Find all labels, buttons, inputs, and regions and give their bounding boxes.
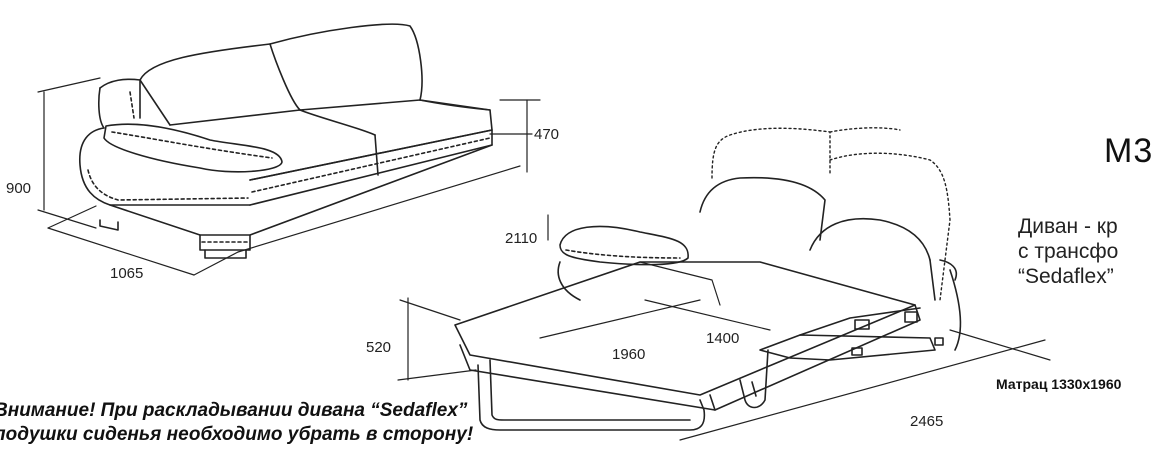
dimension-sleep-height: 520 <box>366 339 392 356</box>
description-line: с трансфо <box>1018 240 1119 263</box>
folded-sofa-drawing <box>37 23 541 276</box>
dimension-width-unfolded: 2465 <box>910 413 944 430</box>
warning-note-line-2: подушки сиденья необходимо убрать в стор… <box>0 424 474 445</box>
dimension-bed-length: 1960 <box>612 346 646 363</box>
dimension-height-total: 900 <box>6 180 32 197</box>
model-title: M3 <box>1104 132 1154 170</box>
warning-note-line-1: Внимание! При раскладывании дивана “Seda… <box>0 400 468 421</box>
mattress-size: Матрац 1330x1960 <box>996 376 1122 392</box>
dimension-bed-width: 1400 <box>706 330 740 347</box>
unfolded-sofa-drawing <box>397 127 1051 441</box>
dimension-seat-height: 470 <box>534 126 560 143</box>
dimension-width-folded: 2110 <box>505 230 538 247</box>
description-line: “Sedaflex” <box>1018 265 1114 288</box>
model-description: Диван - кр с трансфо “Sedaflex” <box>1018 214 1118 289</box>
dimension-depth: 1065 <box>110 265 144 282</box>
description-line: Диван - кр <box>1018 215 1118 238</box>
